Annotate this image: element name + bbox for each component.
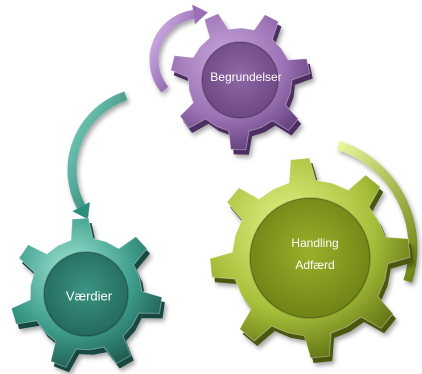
label-adfaerd: Adfærd [295,258,334,272]
arrow-teal-body [67,91,128,209]
arrow-purple-head [192,4,208,25]
arrow-to-vaerdier [67,91,128,220]
arrow-teal-head [72,202,90,220]
gear-begrundelser [170,12,313,155]
label-vaerdier: Værdier [66,288,113,303]
gear-begrundelser-hub [201,41,279,119]
arrow-to-begrundelser [149,4,208,93]
label-begrundelser: Begrundelser [210,70,281,84]
gear-handling-hub [249,197,371,319]
arrow-purple-body [149,9,195,93]
gear-vaerdier [10,217,165,373]
gear-handling [209,157,413,363]
label-handling: Handling [291,236,338,250]
gear-vaerdier-hub [43,251,129,337]
